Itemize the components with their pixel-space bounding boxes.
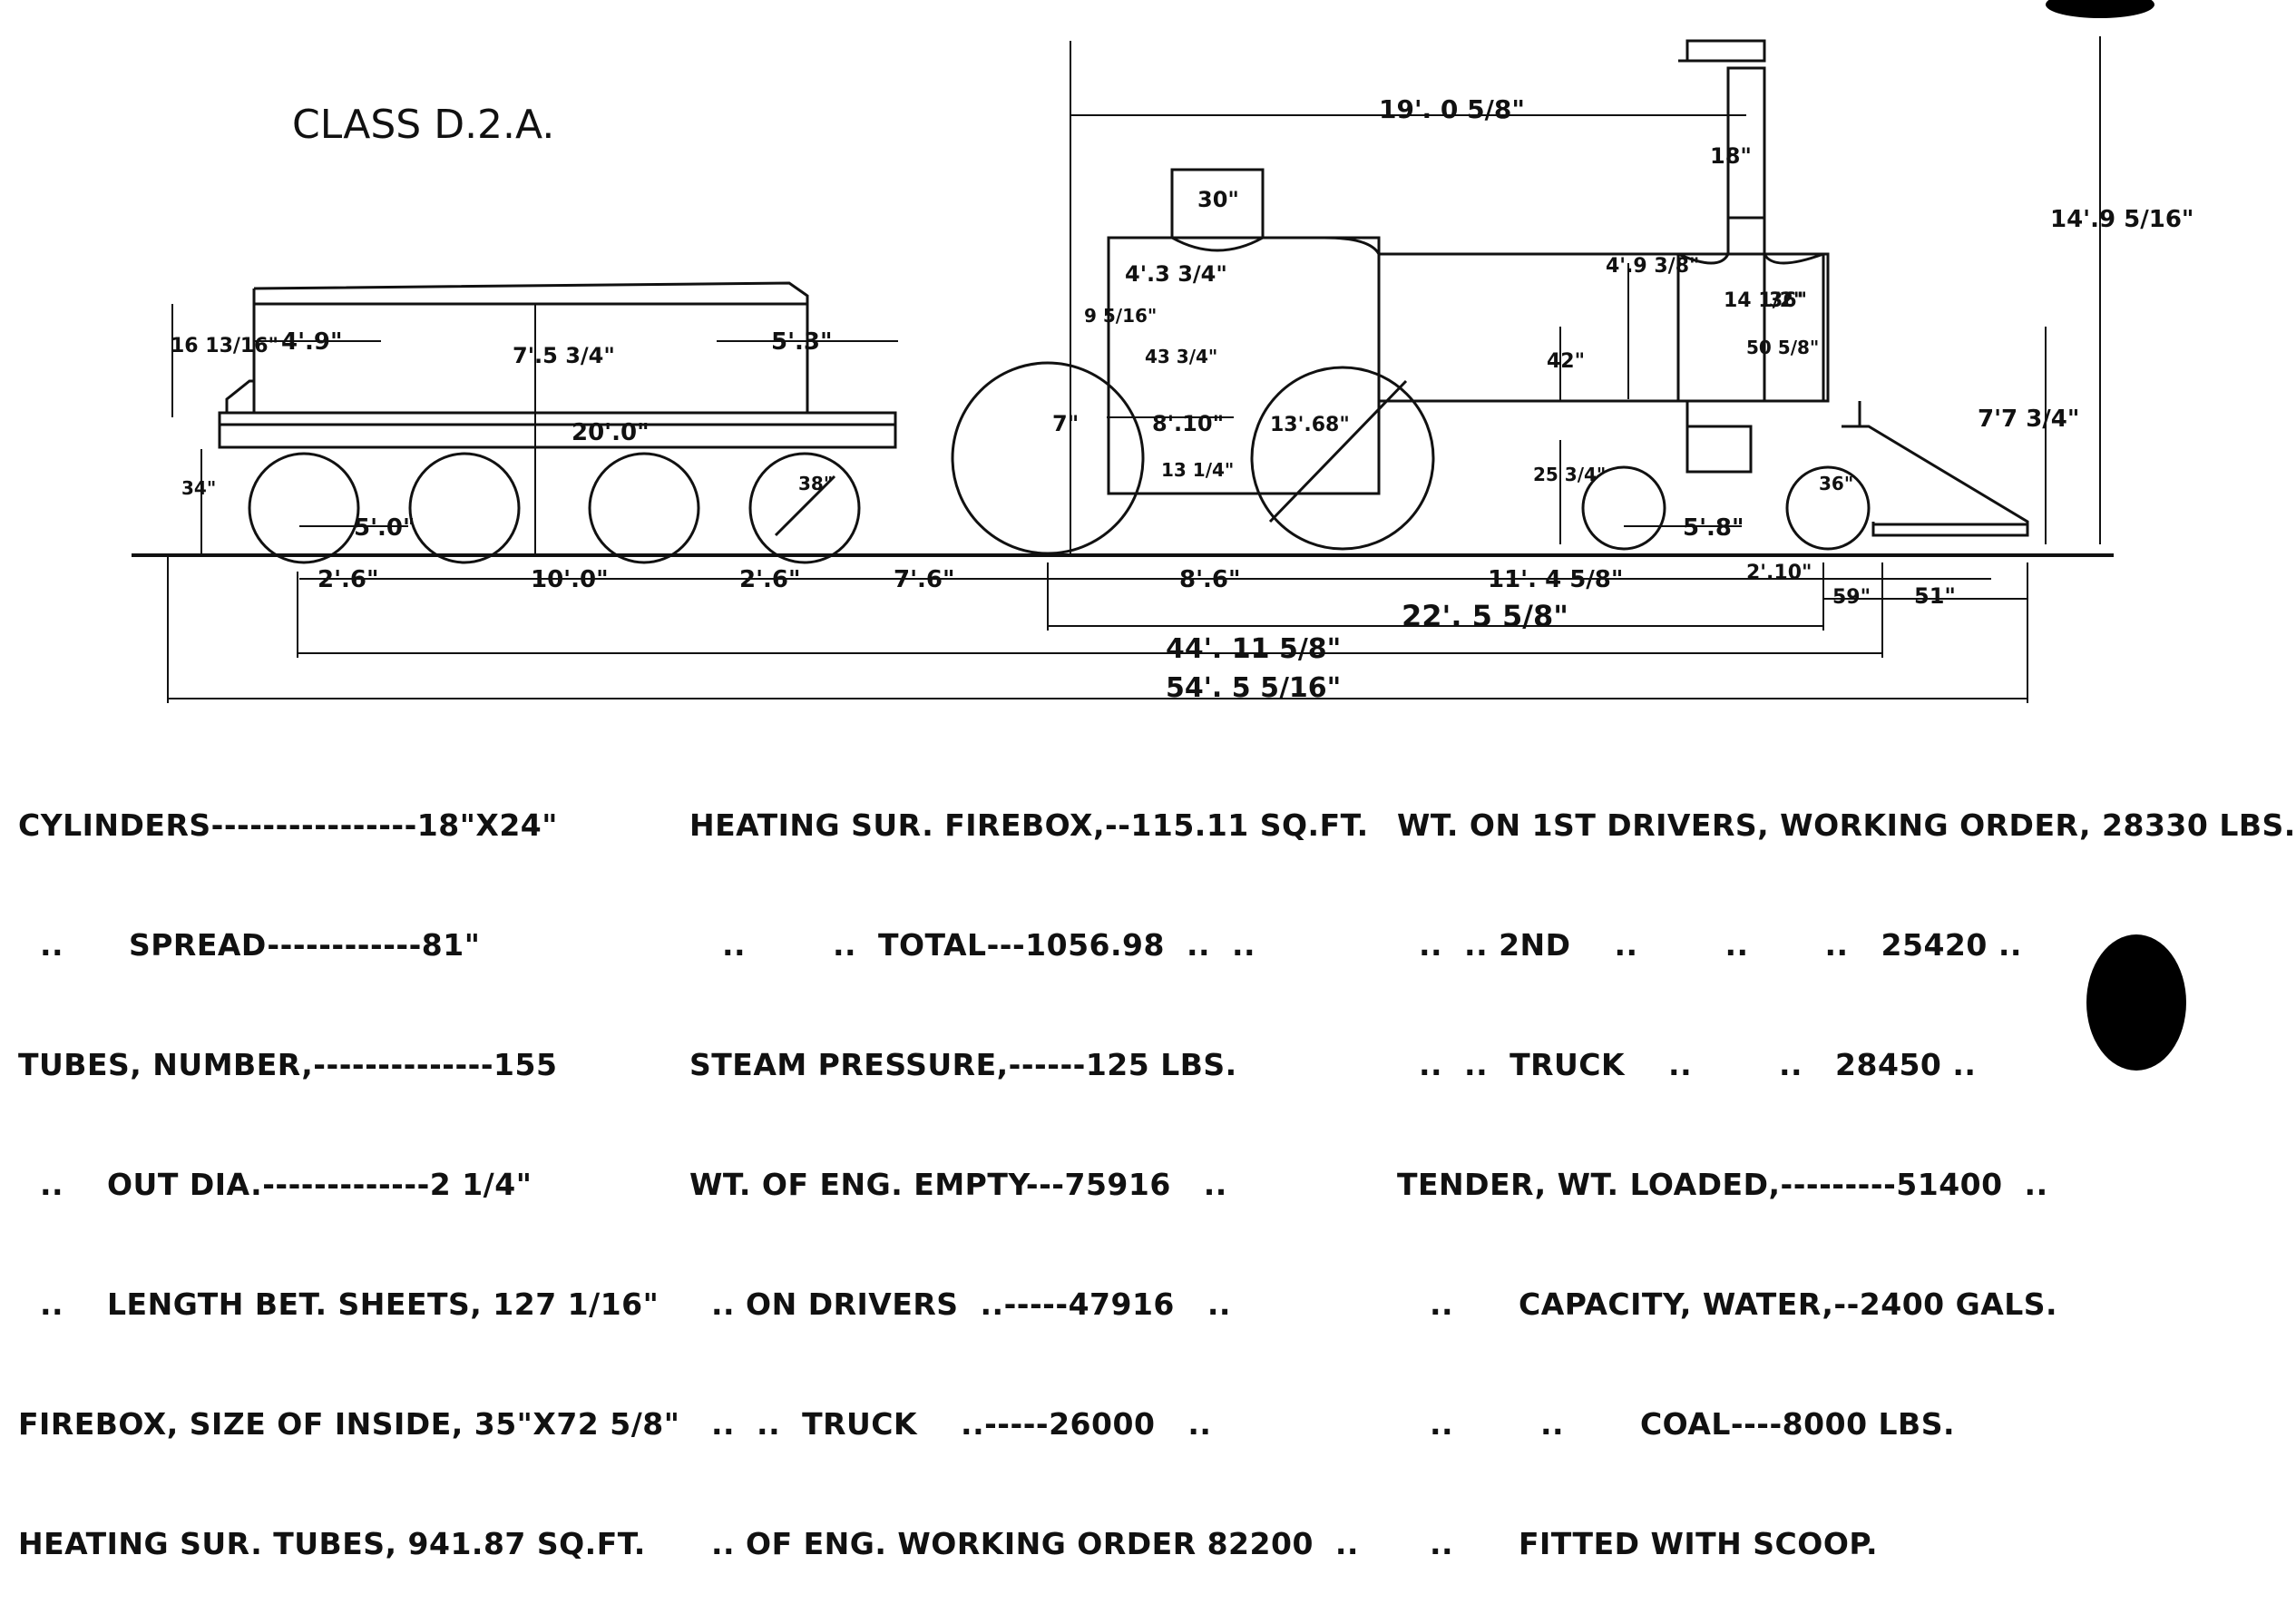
dimension-lines <box>167 36 2101 703</box>
dim-tender-wheel-dia: 38" <box>798 473 833 494</box>
dim-tender-end-spacing-right: 2'.6" <box>739 566 801 593</box>
dim-boiler-dia: 4'.9 3/8" <box>1606 255 1699 278</box>
spec-column-1: CYLINDERS----------------18"X24" .. SPRE… <box>18 726 680 1604</box>
spec-tubes-length: .. LENGTH BET. SHEETS, 127 1/16" <box>18 1286 659 1322</box>
spec-wt-working-order: .. OF ENG. WORKING ORDER 82200 .. <box>689 1526 1359 1561</box>
dim-height-chimney: 14'.9 5/16" <box>2050 206 2193 233</box>
spec-tubes-out-dia: .. OUT DIA.-------------2 1/4" <box>18 1167 532 1202</box>
dim-tender-wheelbase-pair: 5'.0" <box>354 514 415 542</box>
dim-tender-rear-overhang: 5'.3" <box>771 328 833 356</box>
spec-wt-truck-working: .. .. TRUCK .. .. 28450 .. <box>1397 1047 1977 1082</box>
dim-tender-axle-height: 34" <box>181 477 216 499</box>
spec-wt-eng-empty: WT. OF ENG. EMPTY---75916 .. <box>689 1167 1227 1202</box>
tender <box>218 281 897 564</box>
dim-smokebox-front: 14 1/2" <box>1724 289 1803 312</box>
spec-cylinder-spread: .. SPREAD------------81" <box>18 927 481 963</box>
dim-dome-width: 30" <box>1197 187 1239 212</box>
dim-bogie-wheel-dia: 36" <box>1819 473 1853 494</box>
dim-height-boiler-center: 7'7 3/4" <box>1978 406 2079 433</box>
dim-front-overhang-a: 59" <box>1832 586 1871 609</box>
engine <box>951 39 2029 555</box>
dim-ashpan: 13 1/4" <box>1161 459 1234 481</box>
dim-firebox-width: 4'.3 3/4" <box>1125 261 1227 287</box>
spec-cylinders: CYLINDERS----------------18"X24" <box>18 807 558 843</box>
dim-driver-to-bogie: 11'. 4 5/8" <box>1488 566 1623 593</box>
spec-tender-water: .. CAPACITY, WATER,--2400 GALS. <box>1397 1286 2058 1322</box>
spec-tender-wt-loaded: TENDER, WT. LOADED,---------51400 .. <box>1397 1167 2048 1202</box>
dim-cab-side: 9 5/16" <box>1084 305 1157 327</box>
dim-driver-wheelbase: 8'.6" <box>1179 566 1241 593</box>
dim-wheelbase-total: 44'. 11 5/8" <box>1166 633 1341 665</box>
dim-tender-height: 7'.5 3/4" <box>513 343 615 368</box>
spec-wt-on-drivers: .. ON DRIVERS ..-----47916 .. <box>689 1286 1231 1322</box>
dim-smokebox-width: 36" <box>1769 289 1807 312</box>
dim-driver-center: 8'.10" <box>1152 411 1224 436</box>
spec-column-2: HEATING SUR. FIREBOX,--115.11 SQ.FT. .. … <box>689 726 1369 1604</box>
dim-tender-center-spacing: 10'.0" <box>531 566 609 593</box>
spec-firebox-size: FIREBOX, SIZE OF INSIDE, 35"X72 5/8" <box>18 1406 680 1442</box>
spec-heating-sur-firebox: HEATING SUR. FIREBOX,--115.11 SQ.FT. <box>689 807 1369 843</box>
dim-firebox-depth: 43 3/4" <box>1145 346 1217 367</box>
dim-engine-cab-to-chimney: 19'. 0 5/8" <box>1379 94 1525 124</box>
spec-tubes-number: TUBES, NUMBER,--------------155 <box>18 1047 558 1082</box>
dim-cylinder-height: 50 5/8" <box>1746 337 1819 358</box>
scan-mark-bottom-right <box>2086 934 2186 1071</box>
spec-tender-scoop: .. FITTED WITH SCOOP. <box>1397 1526 1879 1561</box>
locomotive-drawing: 19'. 0 5/8" 30" 18" 4'.3 3/4" 4'.9 3/8" … <box>132 36 2193 704</box>
dim-driver-dia: 13'.68" <box>1270 414 1350 436</box>
dim-bogie-height: 25 3/4" <box>1533 464 1606 485</box>
spec-wt-1st-drivers: WT. ON 1ST DRIVERS, WORKING ORDER, 28330… <box>1397 807 2296 843</box>
spec-tender-coal: .. .. COAL----8000 LBS. <box>1397 1406 1955 1442</box>
spec-steam-pressure: STEAM PRESSURE,------125 LBS. <box>689 1047 1237 1082</box>
scan-mark-top-right <box>2046 0 2154 18</box>
dim-bogie-wheelbase: 5'.8" <box>1683 514 1744 542</box>
dim-tender-end-spacing-left: 2'.6" <box>318 566 379 593</box>
spec-heating-sur-total: .. .. TOTAL---1056.98 .. .. <box>689 927 1256 963</box>
dim-chimney-dia: 18" <box>1710 143 1752 169</box>
spec-column-3: WT. ON 1ST DRIVERS, WORKING ORDER, 28330… <box>1397 726 2296 1604</box>
spec-wt-2nd-drivers: .. .. 2ND .. .. .. 25420 .. <box>1397 927 2022 963</box>
drawing-title: CLASS D.2.A. <box>292 102 554 148</box>
dim-engine-wheelbase: 22'. 5 5/8" <box>1402 599 1568 633</box>
dim-driver-gap: 7" <box>1052 411 1079 436</box>
dim-bogie-spacing: 2'.10" <box>1746 562 1812 584</box>
spec-heating-sur-tubes: HEATING SUR. TUBES, 941.87 SQ.FT. <box>18 1526 646 1561</box>
spec-wt-truck: .. .. TRUCK ..-----26000 .. <box>689 1406 1212 1442</box>
dim-front-overhang-b: 51" <box>1914 583 1956 609</box>
dim-tender-front-overhang: 4'.9" <box>281 328 343 356</box>
dim-smokebox-height: 42" <box>1547 350 1585 373</box>
dim-tender-side-height: 16 13/16" <box>171 335 278 357</box>
dim-overall-length: 54'. 5 5/16" <box>1166 672 1341 704</box>
dim-tender-to-engine: 7'.6" <box>894 566 955 593</box>
dim-tender-frame-length: 20'.0" <box>572 419 650 446</box>
